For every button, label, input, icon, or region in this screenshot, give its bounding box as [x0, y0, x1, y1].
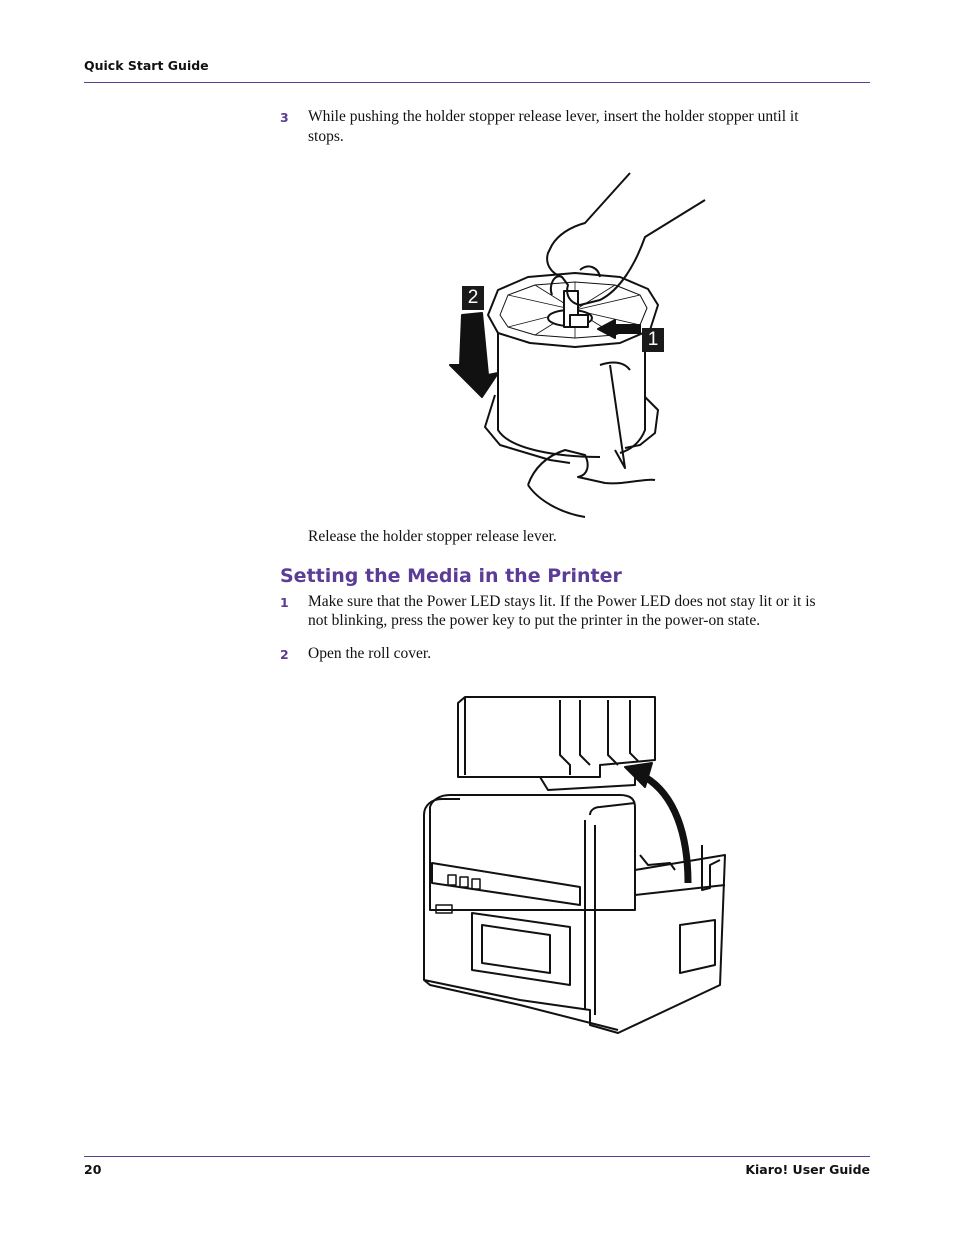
footer-doc-title: Kiaro! User Guide [745, 1162, 870, 1177]
roll-holder-illustration [449, 172, 706, 518]
footer-rule [84, 1156, 870, 1157]
step-text-line: Open the roll cover. [308, 645, 432, 662]
step-text-line: not blinking, press the power key to put… [308, 612, 761, 629]
callout-badge-1: 1 [642, 328, 664, 352]
printer-roll-cover-illustration [423, 696, 726, 1034]
instruction-text: Release the holder stopper release lever… [308, 528, 557, 545]
callout-badge-2: 2 [462, 286, 484, 310]
step-number: 1 [280, 595, 289, 610]
step-number: 2 [280, 647, 289, 662]
step-text-line: stops. [308, 128, 344, 145]
header-rule [84, 82, 870, 83]
page-number: 20 [84, 1162, 102, 1177]
running-header: Quick Start Guide [84, 58, 209, 73]
step-text-line: Make sure that the Power LED stays lit. … [308, 593, 816, 610]
step-number: 3 [280, 110, 289, 125]
section-heading: Setting the Media in the Printer [280, 565, 622, 587]
step-text-line: While pushing the holder stopper release… [308, 108, 799, 125]
